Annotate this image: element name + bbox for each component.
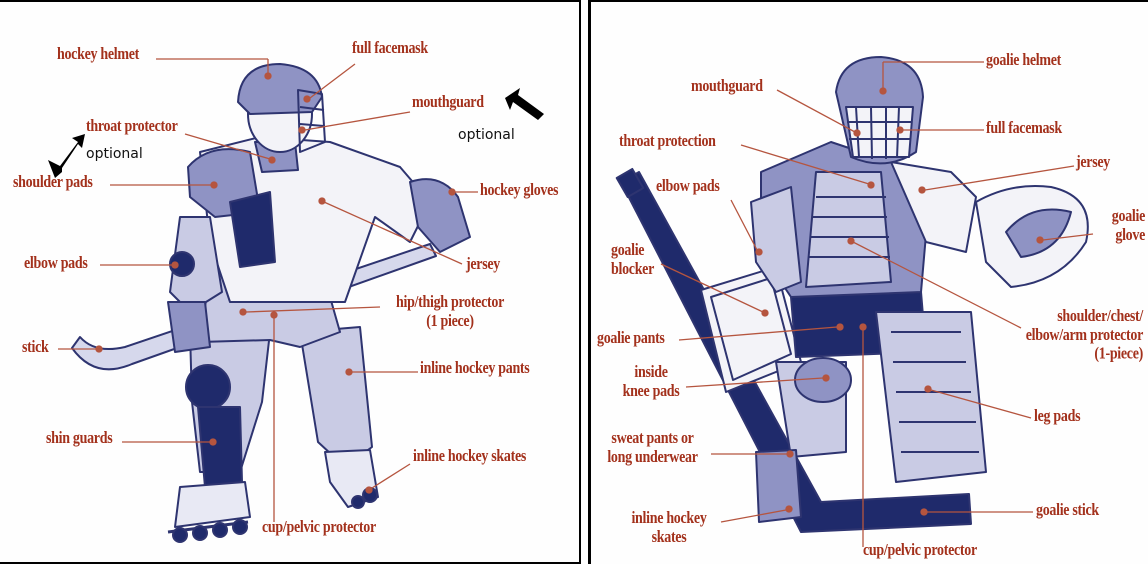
label-inline-hockey-skates: inline hockey skates xyxy=(413,448,526,467)
label-goalie-jersey: jersey xyxy=(1076,154,1110,173)
label-hip-thigh-protector-line2: (1 piece) xyxy=(380,313,520,332)
label-mouthguard: mouthguard xyxy=(412,94,484,113)
label-hip-thigh-protector: hip/thigh protector (1 piece) xyxy=(380,294,520,332)
label-goalie-elbow-pads: elbow pads xyxy=(656,178,720,197)
label-goalie-pants: goalie pants xyxy=(597,330,665,349)
label-jersey: jersey xyxy=(466,256,500,275)
label-goalie-mouthguard: mouthguard xyxy=(691,78,763,97)
optional-note-right: optional xyxy=(458,127,515,143)
label-cup-pelvic-protector: cup/pelvic protector xyxy=(262,519,376,538)
label-goalie-glove-line1: goalie xyxy=(1091,208,1145,227)
label-stick: stick xyxy=(22,339,49,358)
label-hockey-helmet: hockey helmet xyxy=(57,46,139,65)
label-throat-protection: throat protection xyxy=(619,133,716,152)
label-shoulder-pads: shoulder pads xyxy=(13,174,93,193)
goalie-panel: goalie helmet mouthguard full facemask t… xyxy=(588,0,1148,564)
label-goalie-glove-line2: glove xyxy=(1091,227,1145,246)
label-shoulder-chest-protector-line2: elbow/arm protector xyxy=(991,327,1143,346)
goalie-right-leg-pad xyxy=(876,312,986,482)
label-goalie-inline-hockey-skates-line1: inline hockey xyxy=(619,510,719,529)
label-sweat-pants-line2: long underwear xyxy=(595,449,710,468)
label-goalie-inline-hockey-skates-line2: skates xyxy=(619,529,719,548)
label-inline-hockey-pants: inline hockey pants xyxy=(420,360,529,379)
label-shoulder-chest-protector-line3: (1-piece) xyxy=(991,346,1143,365)
inline-player-illustration xyxy=(0,2,581,566)
label-goalie-cup-pelvic-protector: cup/pelvic protector xyxy=(863,542,977,561)
optional-note-left: optional xyxy=(86,146,143,162)
label-throat-protector: throat protector xyxy=(86,118,177,137)
label-goalie-full-facemask: full facemask xyxy=(986,120,1062,139)
label-hip-thigh-protector-line1: hip/thigh protector xyxy=(380,294,520,313)
label-goalie-glove: goalie glove xyxy=(1091,208,1145,246)
label-shoulder-chest-protector-line1: shoulder/chest/ xyxy=(991,308,1143,327)
inline-player-panel: hockey helmet full facemask mouthguard t… xyxy=(0,0,581,564)
label-goalie-blocker-line1: goalie xyxy=(611,242,654,261)
player-back-leg xyxy=(300,327,372,467)
label-inside-knee-pads-line1: inside xyxy=(611,364,691,383)
label-shin-guards: shin guards xyxy=(46,430,112,449)
label-sweat-pants-line1: sweat pants or xyxy=(595,430,710,449)
label-inside-knee-pads: inside knee pads xyxy=(611,364,691,402)
optional-arrow-right-icon xyxy=(505,88,544,120)
label-goalie-stick: goalie stick xyxy=(1036,502,1099,521)
label-goalie-blocker: goalie blocker xyxy=(611,242,654,280)
optional-arrow-left-icon xyxy=(48,134,85,178)
label-full-facemask: full facemask xyxy=(352,40,428,59)
label-leg-pads: leg pads xyxy=(1034,408,1080,427)
player-right-glove xyxy=(410,179,470,252)
goalie-illustration xyxy=(591,2,1148,566)
player-shin-guard xyxy=(198,407,242,487)
label-hockey-gloves: hockey gloves xyxy=(480,182,558,201)
label-goalie-inline-hockey-skates: inline hockey skates xyxy=(619,510,719,548)
player-helmet xyxy=(238,64,322,114)
label-sweat-pants: sweat pants or long underwear xyxy=(595,430,710,468)
label-shoulder-chest-protector: shoulder/chest/ elbow/arm protector (1-p… xyxy=(991,308,1143,365)
label-inside-knee-pads-line2: knee pads xyxy=(611,383,691,402)
label-elbow-pads: elbow pads xyxy=(24,255,88,274)
label-goalie-blocker-line2: blocker xyxy=(611,261,654,280)
player-left-glove xyxy=(168,302,210,352)
label-goalie-helmet: goalie helmet xyxy=(986,52,1061,71)
